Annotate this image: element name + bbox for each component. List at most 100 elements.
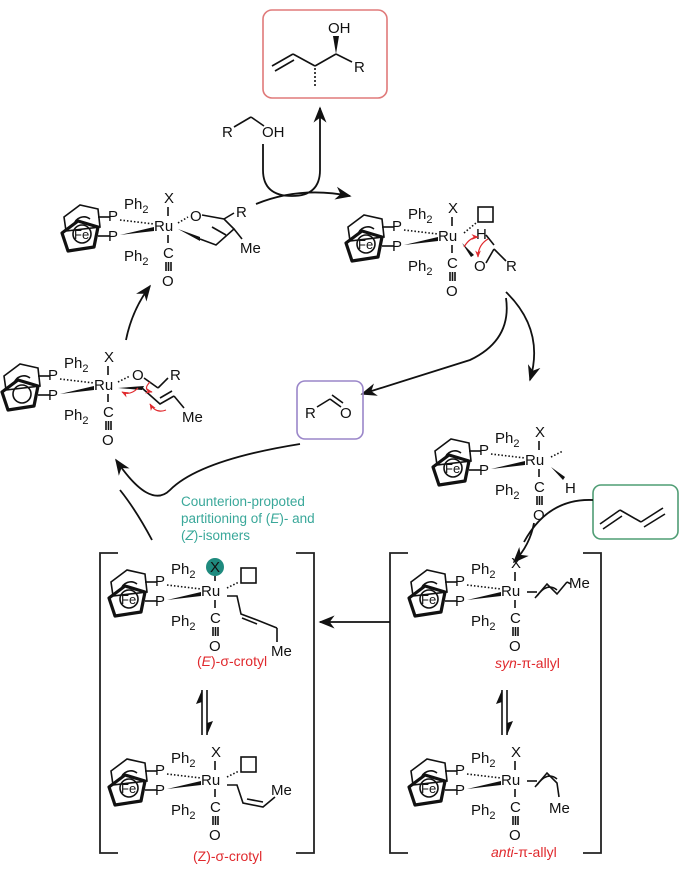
right-bracket-open xyxy=(389,552,408,854)
svg-text:P: P xyxy=(155,573,165,590)
butadiene-box xyxy=(592,484,679,540)
svg-text:C: C xyxy=(510,610,521,627)
svg-text:Ru: Ru xyxy=(201,772,220,789)
svg-text:P: P xyxy=(392,238,402,255)
svg-text:syn-π-allyl: syn-π-allyl xyxy=(495,655,560,671)
svg-text:Ph2: Ph2 xyxy=(171,613,195,633)
svg-text:Ph2: Ph2 xyxy=(471,613,495,633)
product-release-arrow xyxy=(262,106,327,197)
product-structure: OH R xyxy=(271,20,365,88)
svg-text:P: P xyxy=(455,573,465,590)
svg-text:P: P xyxy=(455,782,465,799)
counterion-highlight xyxy=(206,558,224,576)
svg-text:Me: Me xyxy=(271,782,292,799)
svg-text:Fe: Fe xyxy=(121,592,136,607)
ru-alkoxide-complex-b: P P Ph2 Ph2 Fe Ru X C O H O R xyxy=(344,200,517,300)
svg-text:partitioning of (E)- and: partitioning of (E)- and xyxy=(181,511,315,526)
svg-text:X: X xyxy=(164,190,174,207)
svg-text:Ph2: Ph2 xyxy=(171,561,195,581)
svg-text:P: P xyxy=(155,762,165,779)
svg-text:anti-π-allyl: anti-π-allyl xyxy=(491,844,557,860)
arrow-to-hydride xyxy=(505,291,541,382)
svg-text:O: O xyxy=(533,507,545,524)
product-r-label: R xyxy=(354,59,365,76)
svg-text:P: P xyxy=(155,782,165,799)
svg-text:O: O xyxy=(474,258,486,275)
svg-text:Ph2: Ph2 xyxy=(124,248,148,268)
svg-text:C: C xyxy=(210,610,221,627)
top-cycle-arrow xyxy=(255,186,352,205)
svg-text:X: X xyxy=(210,559,220,576)
svg-text:X: X xyxy=(448,200,458,217)
svg-text:Fe: Fe xyxy=(358,237,373,252)
svg-text:P: P xyxy=(108,228,118,245)
svg-text:R: R xyxy=(236,204,247,221)
svg-text:Ph2: Ph2 xyxy=(495,482,519,502)
svg-text:Fe: Fe xyxy=(74,227,89,242)
svg-text:Ru: Ru xyxy=(94,377,113,394)
svg-text:Fe: Fe xyxy=(445,461,460,476)
svg-text:Ph2: Ph2 xyxy=(471,561,495,581)
svg-text:X: X xyxy=(211,744,221,761)
svg-text:Fe: Fe xyxy=(121,781,136,796)
svg-text:C: C xyxy=(510,799,521,816)
anti-pi-allyl-complex: P P Ph2 Ph2 Fe Ru X C O Me anti-π-allyl xyxy=(407,744,570,860)
svg-text:O: O xyxy=(209,827,221,844)
svg-text:P: P xyxy=(479,462,489,479)
ru-alkoxide-complex-a: P P Ph2 Ph2 Fe Ru X C O O R Me xyxy=(60,190,261,290)
svg-text:P: P xyxy=(155,593,165,610)
svg-text:C: C xyxy=(447,255,458,272)
svg-text:Me: Me xyxy=(549,800,570,817)
svg-text:O: O xyxy=(102,432,114,449)
svg-text:Counterion-propoted: Counterion-propoted xyxy=(181,494,305,509)
svg-text:X: X xyxy=(511,555,521,572)
svg-text:O: O xyxy=(132,367,144,384)
svg-text:Ru: Ru xyxy=(201,583,220,600)
product-oh-label: OH xyxy=(328,20,351,37)
svg-text:O: O xyxy=(209,638,221,655)
svg-text:Ph2: Ph2 xyxy=(171,802,195,822)
vacant-site-icon xyxy=(240,567,257,584)
alcohol-reagent: R OH xyxy=(222,116,285,141)
svg-text:Ru: Ru xyxy=(501,772,520,789)
svg-text:O: O xyxy=(190,208,202,225)
arrow-to-aldehyde xyxy=(360,297,508,396)
ru-allyl-aldehyde-complex: P P Ph2 Ph2 Ru X C O O R Me xyxy=(0,349,203,449)
syn-pi-allyl-complex: P P Ph2 Ph2 Fe Ru X C O Me syn-π-allyl xyxy=(407,555,590,671)
svg-text:P: P xyxy=(392,218,402,235)
left-bracket-open xyxy=(99,552,118,854)
svg-text:P: P xyxy=(455,593,465,610)
svg-text:Ph2: Ph2 xyxy=(471,750,495,770)
z-sigma-crotyl-complex: P P Ph2 Ph2 Fe Ru X C O Me (Z)-σ-crotyl xyxy=(107,744,292,864)
svg-text:Ph2: Ph2 xyxy=(124,196,148,216)
svg-text:Me: Me xyxy=(240,240,261,257)
svg-text:P: P xyxy=(108,208,118,225)
svg-text:C: C xyxy=(534,479,545,496)
arrow-aldehyde-addition xyxy=(115,443,301,497)
svg-text:C: C xyxy=(210,799,221,816)
svg-text:Ph2: Ph2 xyxy=(408,206,432,226)
svg-text:X: X xyxy=(511,744,521,761)
svg-text:(Z)-σ-crotyl: (Z)-σ-crotyl xyxy=(193,848,262,864)
svg-text:H: H xyxy=(565,480,576,497)
svg-text:O: O xyxy=(509,638,521,655)
svg-text:P: P xyxy=(455,762,465,779)
arrow-from-crotyl xyxy=(119,489,153,541)
svg-text:Fe: Fe xyxy=(421,592,436,607)
svg-text:Ru: Ru xyxy=(501,583,520,600)
svg-text:X: X xyxy=(104,349,114,366)
svg-text:Fe: Fe xyxy=(421,781,436,796)
svg-text:O: O xyxy=(162,273,174,290)
svg-text:Ru: Ru xyxy=(525,452,544,469)
right-bracket-close xyxy=(583,552,602,854)
svg-text:Ph2: Ph2 xyxy=(64,407,88,427)
ru-hydride-complex: P P Ph2 Ph2 Fe Ru X C O H xyxy=(431,424,576,524)
svg-text:R: R xyxy=(506,258,517,275)
svg-text:O: O xyxy=(446,283,458,300)
svg-text:Ph2: Ph2 xyxy=(471,802,495,822)
svg-text:R: R xyxy=(305,405,316,422)
svg-text:R: R xyxy=(170,367,181,384)
svg-text:P: P xyxy=(48,387,58,404)
svg-text:X: X xyxy=(535,424,545,441)
